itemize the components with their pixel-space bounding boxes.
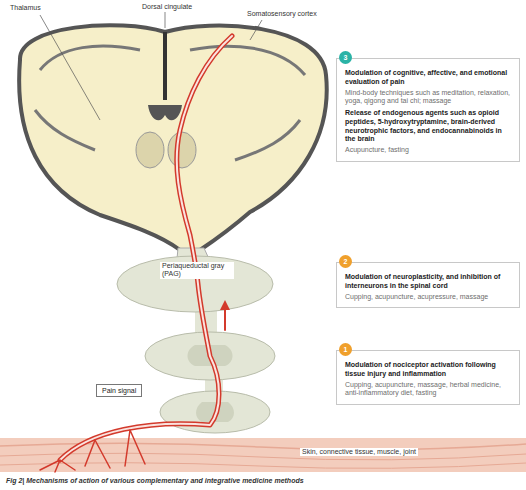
callout-number: 1 — [339, 343, 352, 356]
box-body: Cupping, acupuncture, acupressure, massa… — [345, 293, 513, 302]
part-label: Thalamus — [8, 4, 43, 12]
signal-box: Pain signal — [96, 384, 142, 397]
box-label: Pain signal — [102, 387, 136, 394]
box-body: Cupping, acupuncture, massage, herbal me… — [345, 381, 513, 399]
box-heading: Modulation of neuroplasticity, and inhib… — [345, 273, 513, 291]
part-label: Skin, connective tissue, muscle, joint — [300, 448, 418, 456]
mechanism-box: Modulation of nociceptor activation foll… — [336, 350, 520, 405]
box-heading: Modulation of cognitive, affective, and … — [345, 69, 513, 87]
callout-number: 2 — [339, 255, 352, 268]
figure-caption: Fig 2| Mechanisms of action of various c… — [6, 477, 304, 484]
box-heading: Release of endogenous agents such as opi… — [345, 109, 513, 144]
box-body: Acupuncture, fasting — [345, 146, 513, 155]
mechanism-box: Modulation of cognitive, affective, and … — [336, 58, 520, 162]
callout-number: 3 — [339, 51, 352, 64]
mechanism-box: Modulation of neuroplasticity, and inhib… — [336, 262, 520, 308]
part-label: Somatosensory cortex — [245, 10, 319, 18]
part-label: Dorsal cingulate — [140, 3, 194, 11]
box-heading: Modulation of nociceptor activation foll… — [345, 361, 513, 379]
box-body: Mind-body techniques such as meditation,… — [345, 89, 513, 107]
part-label: Periaqueductal gray (PAG) — [160, 262, 234, 279]
